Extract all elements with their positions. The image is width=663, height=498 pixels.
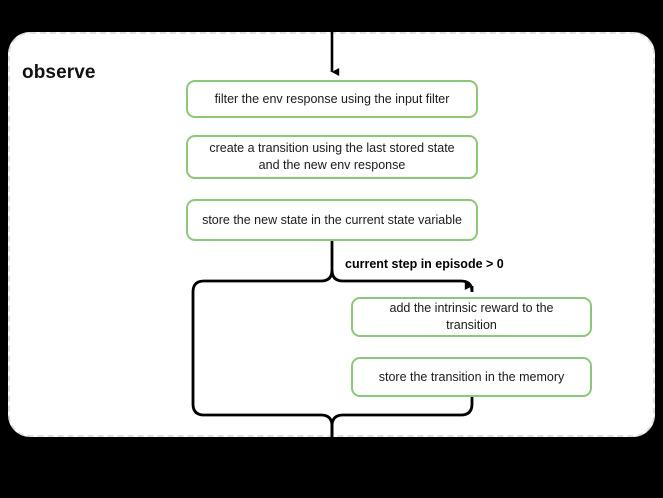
edge-label-current-step-condition: current step in episode > 0 <box>345 257 504 271</box>
node-store-new-state[interactable]: store the new state in the current state… <box>186 199 478 241</box>
node-filter-env-response[interactable]: filter the env response using the input … <box>186 80 478 118</box>
node-add-intrinsic-reward[interactable]: add the intrinsic reward to the transiti… <box>351 297 592 337</box>
node-store-transition-memory[interactable]: store the transition in the memory <box>351 357 592 397</box>
node-create-transition[interactable]: create a transition using the last store… <box>186 135 478 179</box>
edge-branch-return <box>330 396 474 441</box>
edge-branch-bypass <box>191 269 334 441</box>
edge-branch-true <box>330 269 474 293</box>
observe-subgraph-title: observe <box>22 62 96 83</box>
